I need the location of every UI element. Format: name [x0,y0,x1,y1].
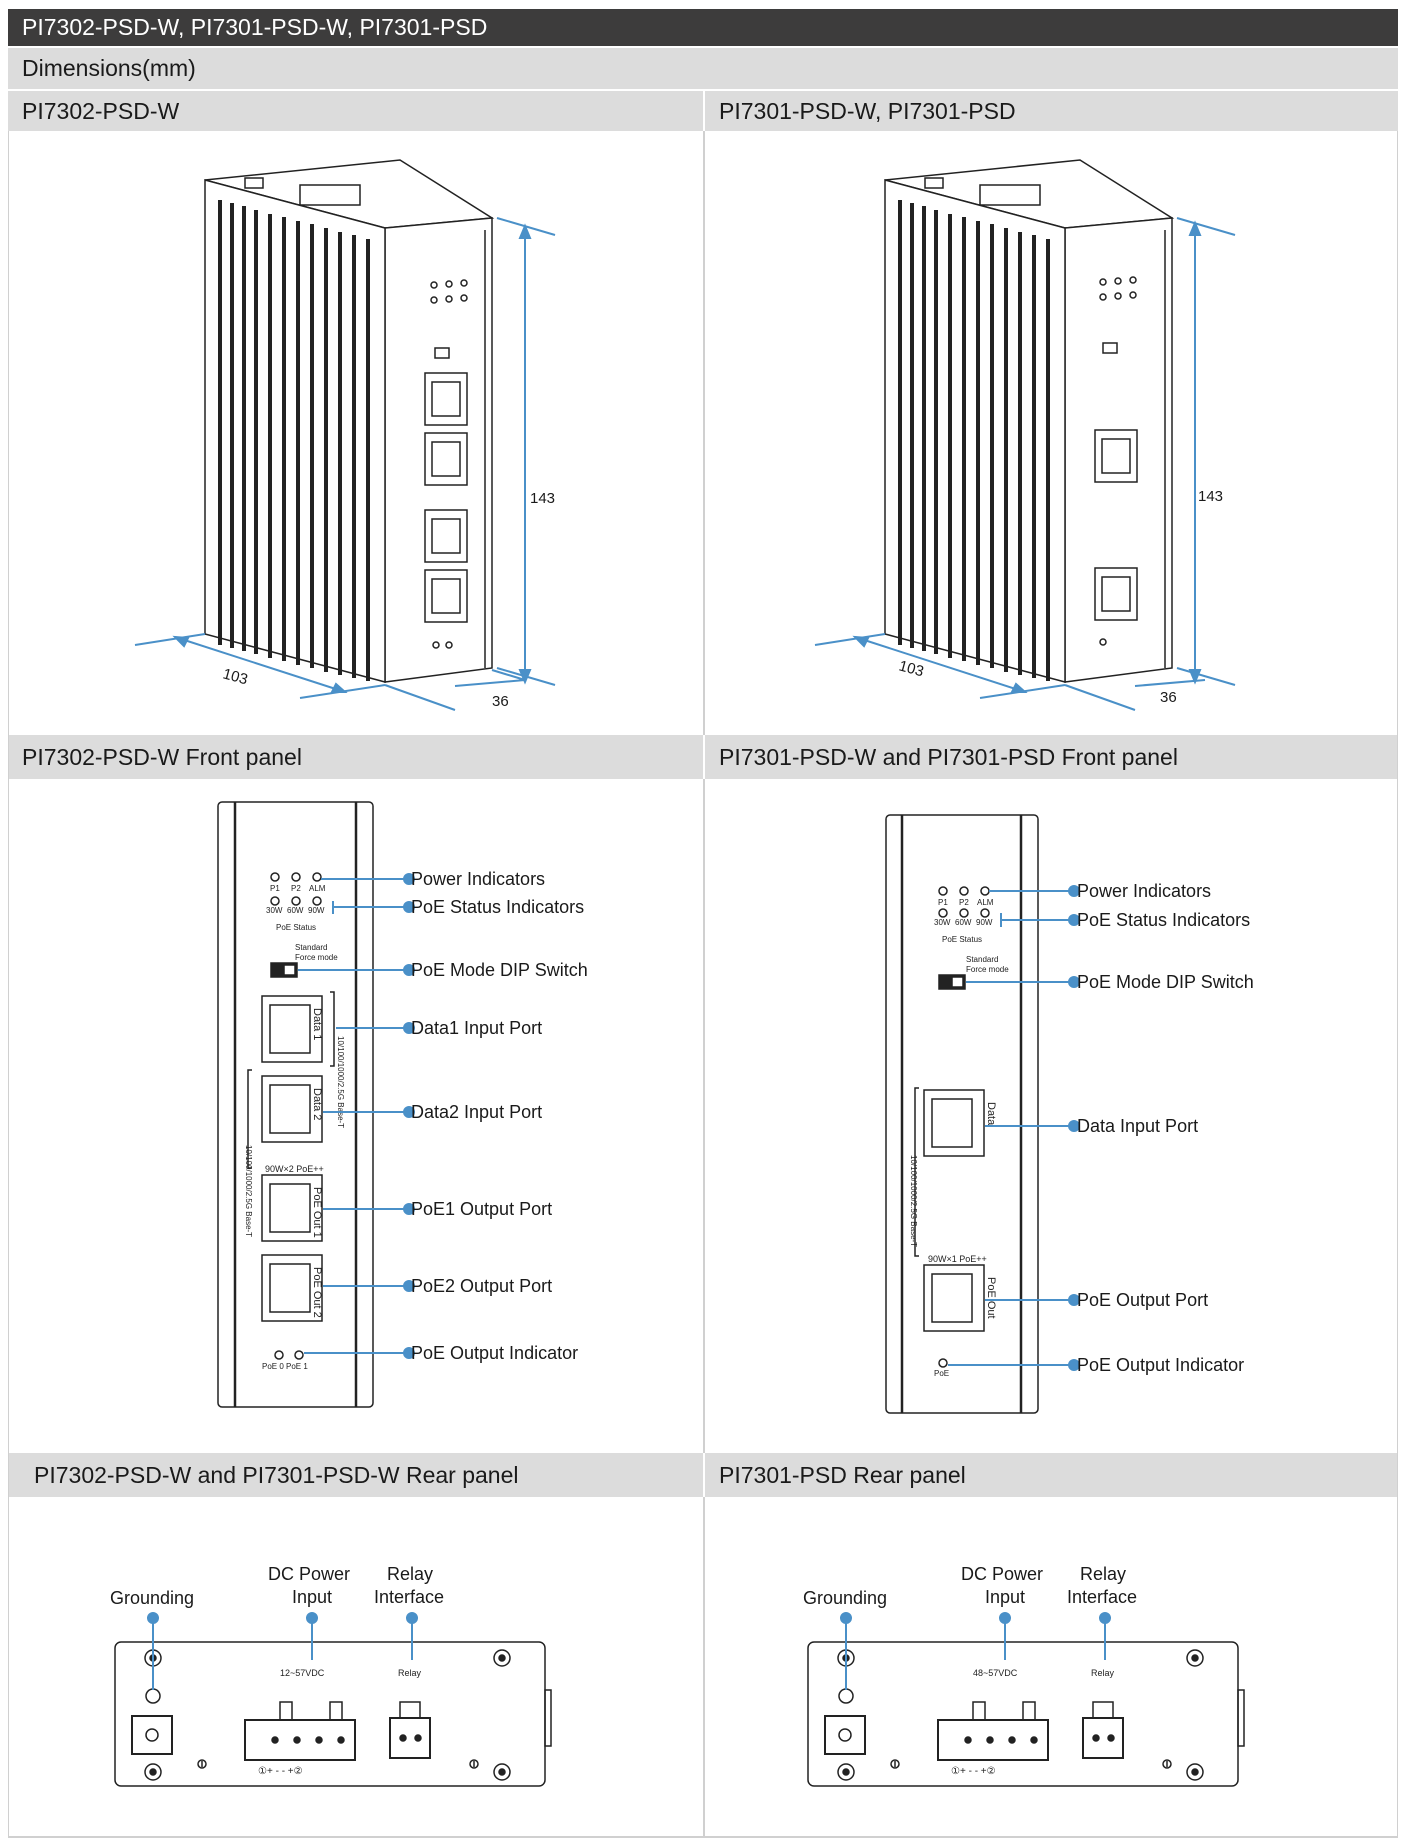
rear-left-voltage: 12~57VDC [280,1668,325,1678]
rear-relay-label-1: Relay [387,1564,433,1584]
r-poe-status-label: PoE Status [942,935,982,944]
rear-panel-right [807,1641,1245,1787]
r-callout-power-indicators: Power Indicators [1077,881,1211,901]
dim-length-right: 103 [897,657,926,680]
rear-r-dc-power-label-2: Input [985,1587,1025,1607]
dim-left-title: PI7302-PSD-W [8,91,703,131]
led-label-alm: ALM [309,884,326,893]
rear-r-grounding-label: Grounding [803,1588,887,1608]
callouts-left [298,873,415,1359]
rear-callout-lines-right [840,1612,1111,1690]
callout-poe1: PoE1 Output Port [411,1199,552,1219]
callout-dip-switch: PoE Mode DIP Switch [411,960,588,980]
dim-lines-left [134,217,556,711]
dim-height-right: 143 [1198,488,1223,505]
led-label-p2: P2 [291,884,301,893]
rear-right-terminal-marks: ①+ - - +② [951,1766,996,1777]
rear-relay-label-2: Interface [374,1587,444,1607]
r-led-label-poe: PoE [934,1369,949,1378]
dimension-drawings: 143 103 36 143 [134,159,1236,711]
callout-data2: Data2 Input Port [411,1102,542,1122]
port-label-data2: Data 2 [311,1088,323,1120]
front-panel-right [885,814,1039,1414]
rear-grounding-label: Grounding [110,1588,194,1608]
port-label-poe-out2: PoE Out 2 [311,1267,323,1318]
r-port-label-poe-out: PoE Out [985,1277,997,1319]
poe-budget-label: 90W×2 PoE++ [265,1164,324,1174]
callout-data1: Data1 Input Port [411,1018,542,1038]
callout-poe2: PoE2 Output Port [411,1276,552,1296]
port-label-poe-out1: PoE Out 1 [311,1187,323,1238]
dim-right-title: PI7301-PSD-W, PI7301-PSD [705,91,1398,131]
r-led-label-90w: 90W [976,918,993,927]
dip-standard-label: Standard [295,943,327,952]
r-dip-standard-label: Standard [966,955,998,964]
r-led-label-p1: P1 [938,898,948,907]
front-panel-left [217,801,374,1408]
rear-left-title: PI7302-PSD-W and PI7301-PSD-W Rear panel [8,1453,703,1497]
r-callout-poe-output-indicator: PoE Output Indicator [1077,1355,1244,1375]
r-port-label-data: Data [985,1102,997,1126]
speed-label-1: 10/100/1000/2.5G Base-T [336,1036,345,1128]
r-led-label-30w: 30W [934,918,951,927]
rear-r-dc-power-label-1: DC Power [961,1564,1043,1584]
r-poe-budget-label: 90W×1 PoE++ [928,1254,987,1264]
rear-left-relay: Relay [398,1668,422,1678]
rear-left-terminal-marks: ①+ - - +② [258,1766,303,1777]
rear-r-relay-label-1: Relay [1080,1564,1126,1584]
r-led-label-p2: P2 [959,898,969,907]
r-led-label-alm: ALM [977,898,994,907]
rear-right-voltage: 48~57VDC [973,1668,1018,1678]
device-iso-right [884,159,1175,683]
page-header: PI7302-PSD-W, PI7301-PSD-W, PI7301-PSD [8,9,1398,46]
r-callout-data-input: Data Input Port [1077,1116,1198,1136]
r-callout-poe-status: PoE Status Indicators [1077,910,1250,930]
dip-force-label: Force mode [295,953,338,962]
rear-dc-power-label-1: DC Power [268,1564,350,1584]
front-panels: P1 P2 ALM 30W 60W 90W PoE Status Standar… [217,801,1254,1414]
rear-r-relay-label-2: Interface [1067,1587,1137,1607]
rear-right-relay: Relay [1091,1668,1115,1678]
r-speed-label: 10/100/1000/2.5G Base-T [909,1155,918,1247]
rear-panel-left [114,1641,552,1787]
dim-height-left: 143 [530,490,555,507]
callout-power-indicators: Power Indicators [411,869,545,889]
callouts-right [948,885,1080,1371]
led-label-poe0: PoE 0 [262,1362,284,1371]
port-label-data1: Data 1 [311,1008,323,1040]
dim-width-left: 36 [492,693,509,710]
r-callout-dip-switch: PoE Mode DIP Switch [1077,972,1254,992]
rear-dc-power-label-2: Input [292,1587,332,1607]
rear-panels: Grounding DC Power Input Relay Interface… [110,1564,1245,1787]
led-label-poe1: PoE 1 [286,1362,308,1371]
dim-width-right: 36 [1160,689,1177,706]
r-dip-force-label: Force mode [966,965,1009,974]
led-label-60w: 60W [287,906,304,915]
speed-label-2: 10/100/1000/2.5G Base-T [244,1145,253,1237]
device-iso-left [204,159,495,683]
dim-length-left: 103 [221,665,250,688]
rear-right-title: PI7301-PSD Rear panel [705,1453,1398,1497]
front-right-title: PI7301-PSD-W and PI7301-PSD Front panel [705,735,1398,779]
callout-poe-status: PoE Status Indicators [411,897,584,917]
poe-status-label: PoE Status [276,923,316,932]
r-led-label-60w: 60W [955,918,972,927]
dimensions-heading: Dimensions(mm) [8,48,1398,89]
led-label-p1: P1 [270,884,280,893]
led-label-90w: 90W [308,906,325,915]
front-left-title: PI7302-PSD-W Front panel [8,735,703,779]
dim-lines-right [814,217,1236,711]
r-callout-poe-output: PoE Output Port [1077,1290,1208,1310]
callout-poe-output-indicator: PoE Output Indicator [411,1343,578,1363]
led-label-30w: 30W [266,906,283,915]
rear-callout-lines-left [147,1612,418,1690]
